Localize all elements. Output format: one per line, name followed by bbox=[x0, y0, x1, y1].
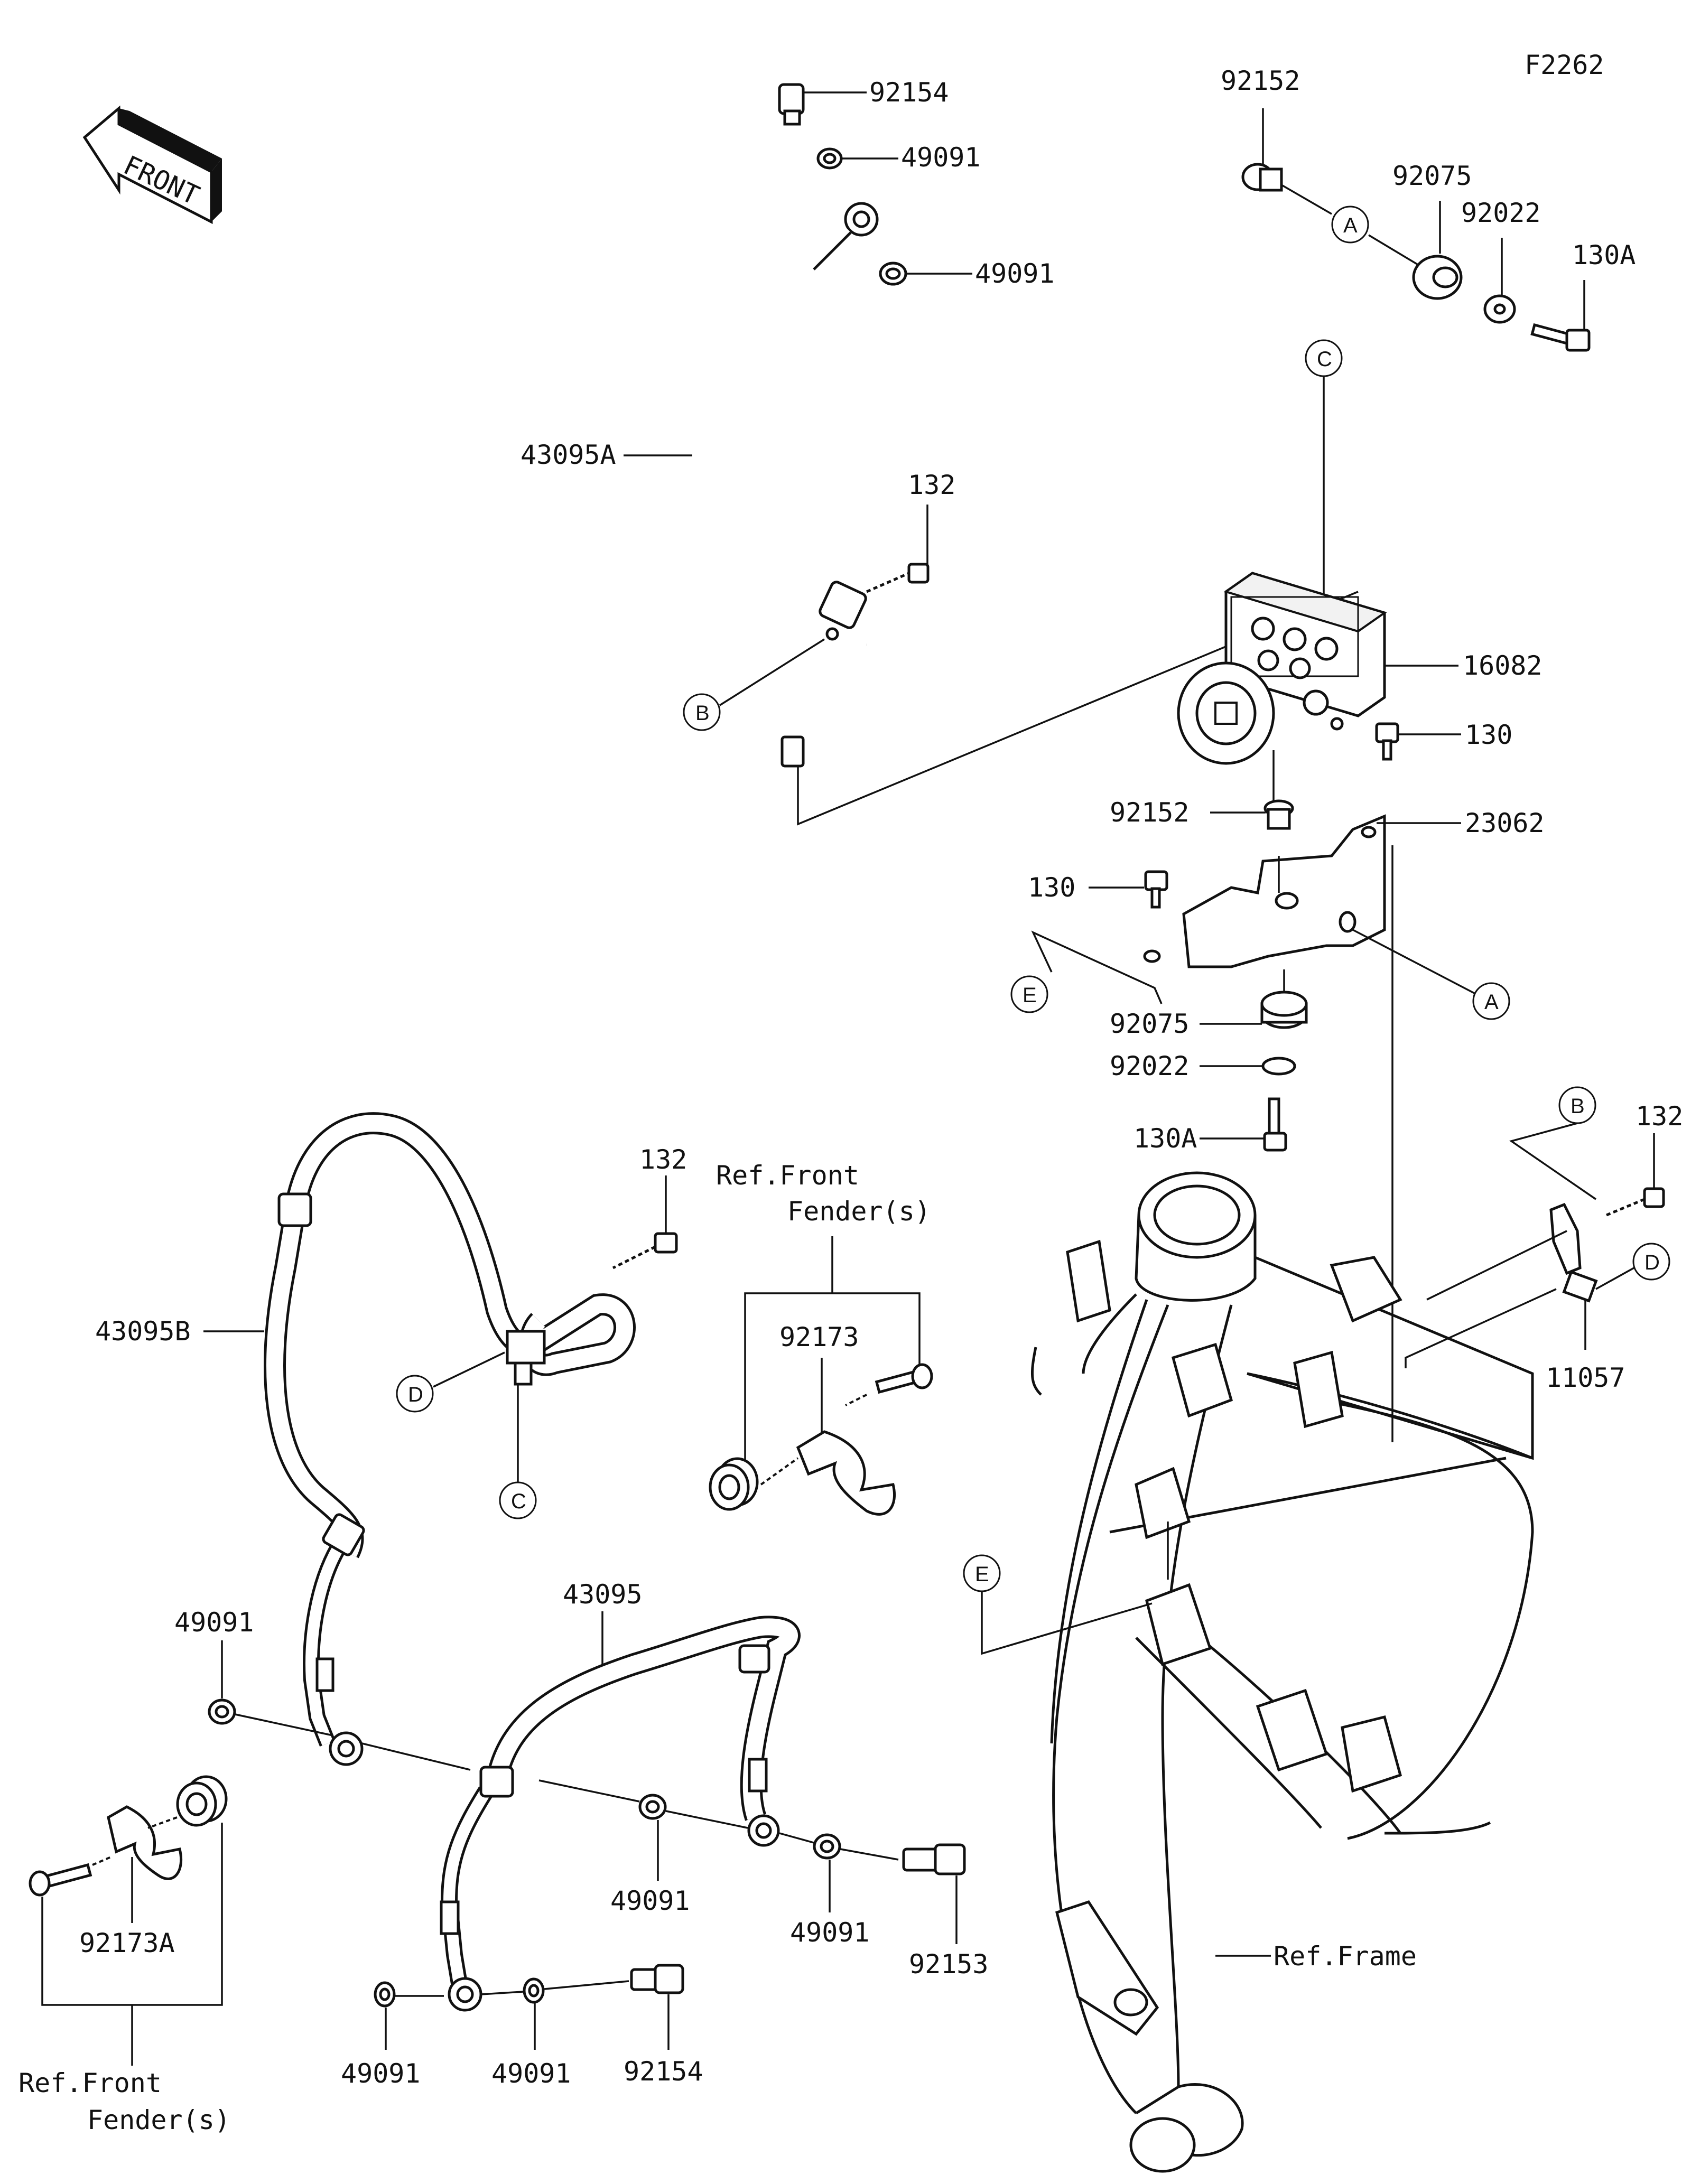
label-49091-e: 49091 bbox=[790, 1917, 870, 1948]
collar-icon bbox=[1263, 799, 1294, 830]
frame-ref bbox=[1030, 1171, 1534, 2173]
hose-43095b-group bbox=[264, 1112, 636, 1766]
grommet-icon bbox=[1412, 255, 1463, 300]
label-43095a: 43095A bbox=[521, 440, 616, 470]
label-130-a: 130 bbox=[1465, 720, 1512, 750]
label-92173: 92173 bbox=[779, 1322, 859, 1352]
bolt-icon bbox=[612, 1232, 678, 1270]
banjo-bolt-icon bbox=[902, 1843, 966, 1875]
callout-c: C bbox=[499, 1481, 537, 1519]
label-16082: 16082 bbox=[1463, 650, 1543, 681]
svg-text:E: E bbox=[975, 1563, 989, 1586]
svg-text:A: A bbox=[1484, 991, 1499, 1014]
clamp-11057-group: B 132 D 11057 bbox=[1405, 1086, 1683, 1393]
label-92153: 92153 bbox=[909, 1949, 989, 1980]
svg-text:B: B bbox=[695, 702, 710, 725]
label-49091-c: 49091 bbox=[174, 1607, 254, 1638]
label-ref-frame: Ref.Frame bbox=[1274, 1941, 1417, 1972]
label-43095: 43095 bbox=[563, 1579, 643, 1610]
svg-text:D: D bbox=[1644, 1251, 1660, 1274]
bracket-23062-icon bbox=[1143, 814, 1386, 968]
bolt-icon bbox=[29, 1863, 92, 1897]
label-49091-g: 49091 bbox=[491, 2058, 571, 2089]
callout-e: E bbox=[1010, 975, 1048, 1013]
label-132-a: 132 bbox=[908, 470, 955, 500]
label-ref-fender-top-1: Ref.Front bbox=[716, 1160, 859, 1191]
label-92154-bot: 92154 bbox=[624, 2056, 703, 2087]
banjo-bolt-icon bbox=[630, 1964, 684, 1994]
washers-row: 49091 49091 49091 92153 49091 4 bbox=[174, 1607, 989, 2089]
label-92173a: 92173A bbox=[79, 1928, 175, 1958]
collar-icon bbox=[176, 1775, 228, 1827]
grommet-icon bbox=[1260, 991, 1308, 1029]
label-132-b: 132 bbox=[1636, 1101, 1683, 1132]
label-130a-top: 130A bbox=[1572, 240, 1636, 270]
label-ref-fender-bot-2: Fender(s) bbox=[87, 2105, 230, 2135]
label-130a-mid: 130A bbox=[1133, 1123, 1197, 1154]
label-92022-top: 92022 bbox=[1461, 198, 1541, 228]
bolt-icon bbox=[875, 1363, 933, 1394]
svg-text:C: C bbox=[1317, 348, 1332, 371]
bolt-icon bbox=[1263, 1097, 1287, 1152]
label-49091-a: 49091 bbox=[901, 142, 981, 173]
label-130-b: 130 bbox=[1028, 872, 1075, 903]
clamp-92173-group: Ref.Front Fender(s) 92173 bbox=[709, 1160, 933, 1516]
label-23062: 23062 bbox=[1465, 808, 1545, 838]
collar-icon bbox=[709, 1457, 759, 1511]
svg-text:A: A bbox=[1343, 214, 1358, 237]
banjo-bolt-icon bbox=[778, 83, 805, 126]
front-arrow-icon: FRONT bbox=[82, 105, 222, 225]
svg-text:B: B bbox=[1571, 1095, 1585, 1118]
label-11057: 11057 bbox=[1546, 1362, 1625, 1393]
callout-a: A bbox=[1331, 206, 1369, 244]
label-49091-f: 49091 bbox=[341, 2058, 421, 2089]
clamp-11057-icon bbox=[1549, 1202, 1598, 1303]
bolt-icon bbox=[1144, 870, 1168, 909]
bolt-icon bbox=[1606, 1187, 1665, 1217]
label-132-c: 132 bbox=[639, 1144, 687, 1175]
collar-icon bbox=[1241, 163, 1283, 192]
label-49091-b: 49091 bbox=[975, 258, 1055, 289]
label-92152-top: 92152 bbox=[1221, 66, 1300, 96]
callout-c: C bbox=[1305, 339, 1343, 377]
abs-unit-16082: C 16082 130 bbox=[1010, 339, 1545, 1442]
svg-text:C: C bbox=[511, 1490, 526, 1513]
figure-code: F2262 bbox=[1525, 50, 1604, 80]
abs-modulator-icon bbox=[1177, 572, 1387, 765]
label-92075-mid: 92075 bbox=[1110, 1009, 1190, 1039]
clamp-92173a-icon bbox=[107, 1805, 183, 1880]
label-43095b: 43095B bbox=[95, 1316, 191, 1347]
hose-43095a-group: 92154 49091 49091 43095A 132 bbox=[521, 77, 1359, 826]
svg-text:D: D bbox=[408, 1383, 423, 1406]
label-49091-d: 49091 bbox=[610, 1886, 690, 1916]
callout-b: B bbox=[683, 693, 721, 731]
label-92154-top: 92154 bbox=[869, 77, 949, 108]
hose-43095-group: 43095 bbox=[440, 1579, 801, 2012]
grommet-group-top: 92152 A 92075 92022 130A bbox=[1221, 66, 1636, 352]
label-ref-fender-bot-1: Ref.Front bbox=[18, 2068, 162, 2098]
label-92075-top: 92075 bbox=[1392, 161, 1472, 191]
callout-d: D bbox=[396, 1375, 434, 1413]
label-92022-mid: 92022 bbox=[1110, 1051, 1190, 1081]
callout-a: A bbox=[1472, 982, 1510, 1020]
label-92152-mid: 92152 bbox=[1110, 797, 1190, 828]
svg-text:E: E bbox=[1023, 984, 1037, 1007]
washer-icon bbox=[1261, 1057, 1296, 1076]
clamp-92173a-group: 92173A Ref.Front Fender(s) bbox=[18, 1775, 230, 2135]
callout-e: E bbox=[963, 1554, 1001, 1592]
callout-b: B bbox=[1558, 1086, 1596, 1124]
label-ref-fender-top-2: Fender(s) bbox=[787, 1196, 931, 1227]
clamp-92173-icon bbox=[796, 1430, 896, 1516]
bolt-icon bbox=[1530, 323, 1591, 352]
bolt-icon bbox=[866, 563, 930, 593]
callout-d: D bbox=[1632, 1243, 1670, 1281]
bolt-icon bbox=[1375, 722, 1399, 761]
